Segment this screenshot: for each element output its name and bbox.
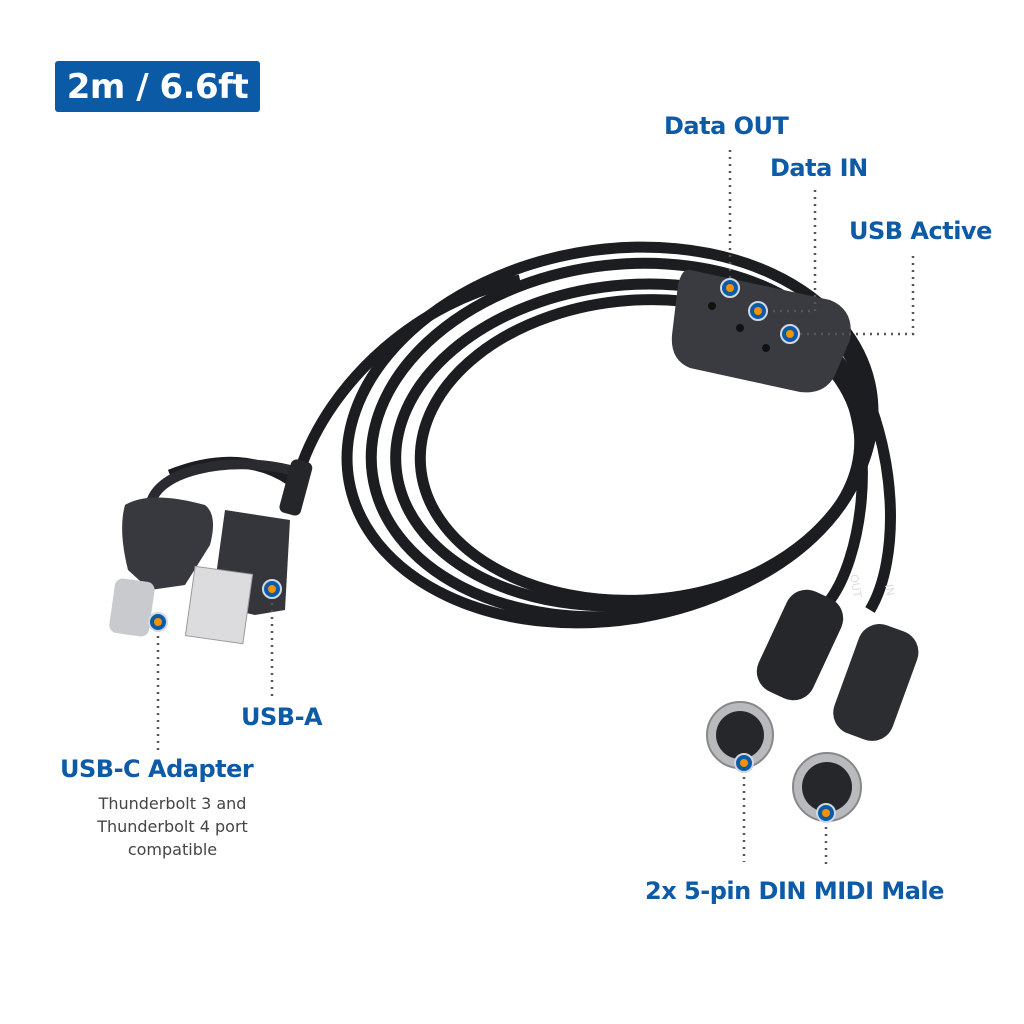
din-connector-out <box>706 589 844 769</box>
dot-data-out <box>720 278 740 298</box>
length-badge: 2m / 6.6ft <box>55 61 260 112</box>
led-usb-active <box>762 344 770 352</box>
dot-din-in <box>816 803 836 823</box>
led-data-out <box>708 302 716 310</box>
usb-c-adapter <box>109 497 214 637</box>
callout-dots <box>148 278 836 823</box>
label-usb-a: USB-A <box>241 703 323 731</box>
note-line: Thunderbolt 4 port <box>97 817 248 836</box>
cable-label-in: IN <box>882 583 897 597</box>
led-data-in <box>736 324 744 332</box>
label-usb-c-adapter: USB-C Adapter <box>60 755 254 783</box>
led-control-box <box>671 269 851 393</box>
cable-label-out: OUT <box>847 573 864 599</box>
din-connector-in <box>792 624 919 822</box>
note-line: Thunderbolt 3 and <box>98 794 247 813</box>
dot-data-in <box>748 301 768 321</box>
label-usb-active: USB Active <box>849 217 992 245</box>
dot-usb-a <box>262 579 282 599</box>
adapter-tether <box>145 459 292 511</box>
note-line: compatible <box>127 840 218 859</box>
dot-usb-active <box>780 324 800 344</box>
dot-din-out <box>734 753 754 773</box>
label-data-out: Data OUT <box>664 112 789 140</box>
usb-c-compat-note: Thunderbolt 3 and Thunderbolt 4 port com… <box>60 792 285 861</box>
label-din-midi: 2x 5-pin DIN MIDI Male <box>645 877 944 905</box>
cable-coil <box>167 241 896 629</box>
dot-usb-c <box>148 612 168 632</box>
label-data-in: Data IN <box>770 154 868 182</box>
